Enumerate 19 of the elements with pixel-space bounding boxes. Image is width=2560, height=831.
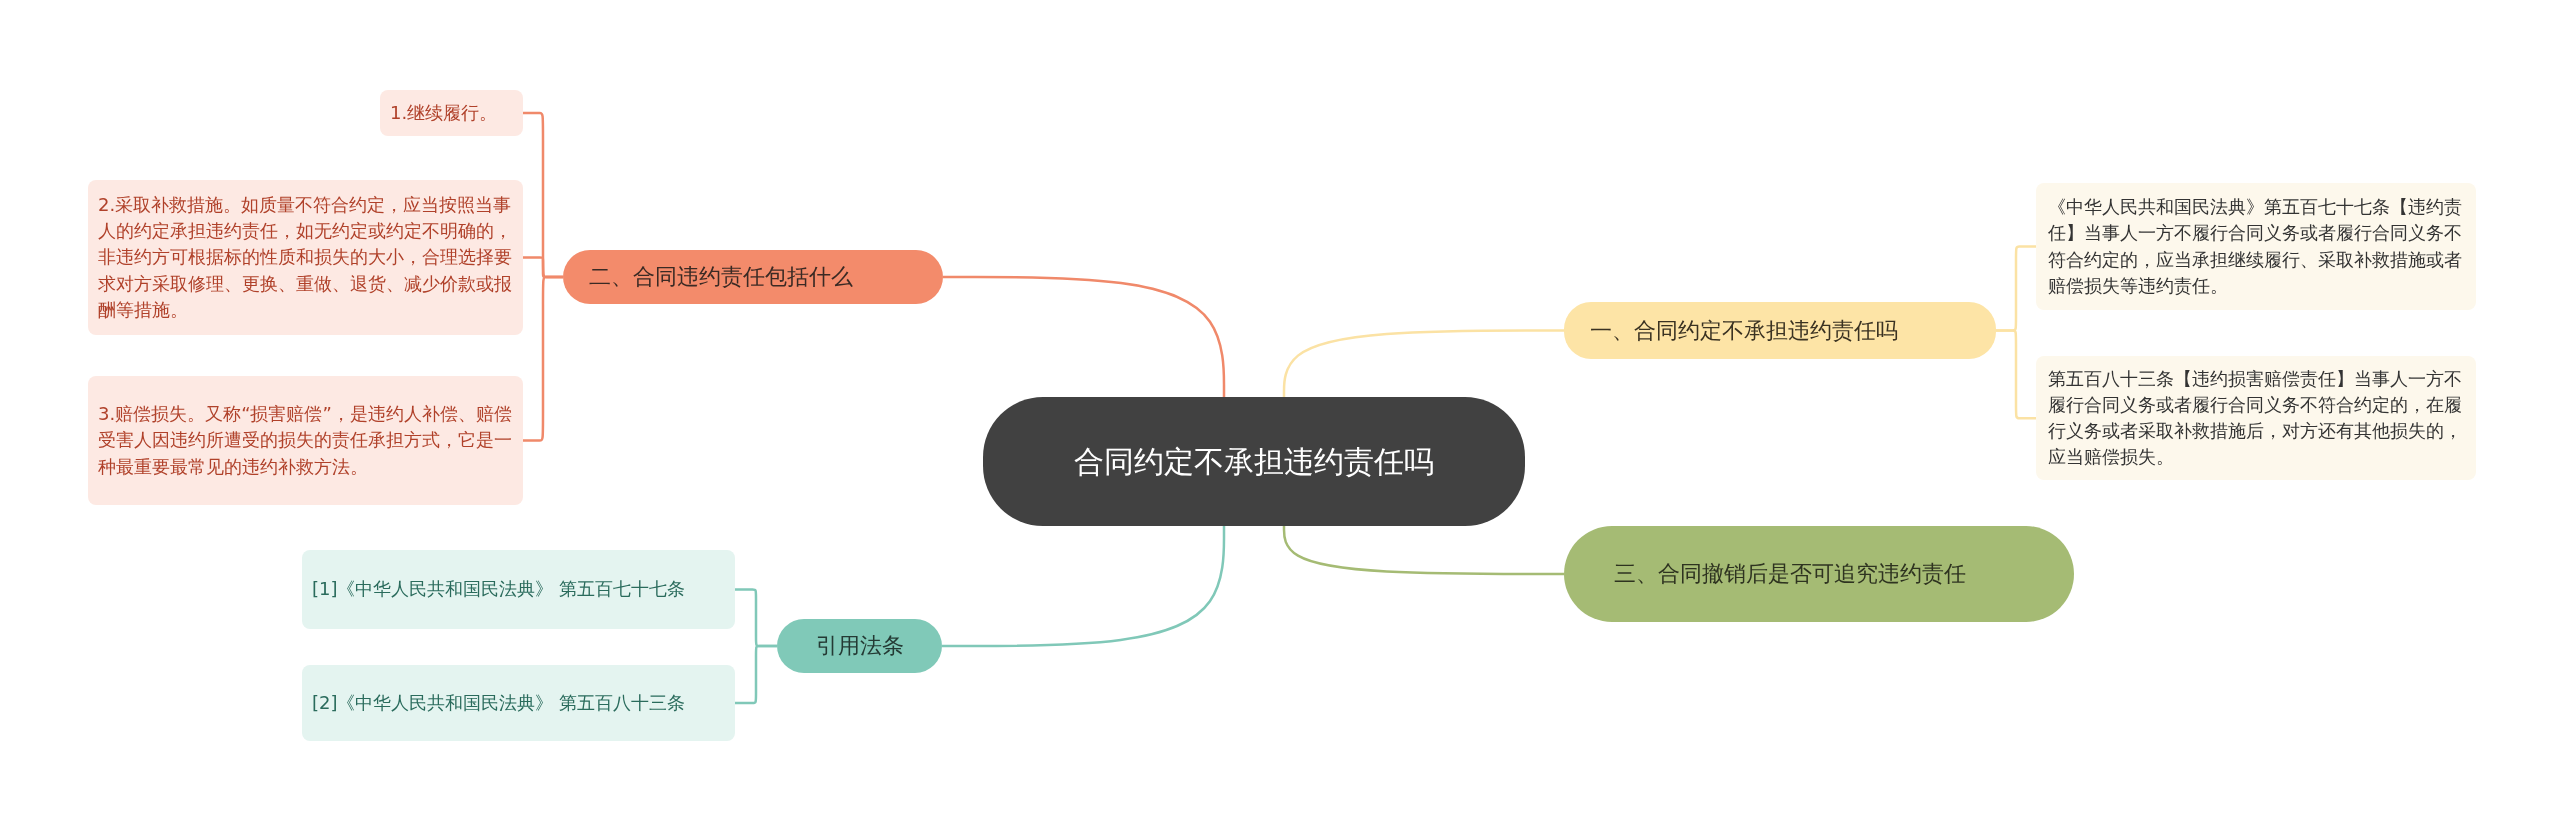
connector-line <box>1282 524 1564 576</box>
connector-line <box>523 275 563 442</box>
leaf-note: [2]《中华人民共和国民法典》 第五百八十三条 <box>302 665 735 741</box>
leaf-note: 《中华人民共和国民法典》第五百七十七条【违约责任】当事人一方不履行合同义务或者履行合同义务不符合约定的，应当承担继续履行、采取补救措施或者赔偿损失等违约责任。 <box>2036 183 2476 310</box>
leaf-note: [1]《中华人民共和国民法典》 第五百七十七条 <box>302 550 735 629</box>
branch-topic: 引用法条 <box>777 619 942 673</box>
connector-line <box>942 524 1226 648</box>
leaf-note: 2.采取补救措施。如质量不符合约定，应当按照当事人的约定承担违约责任，如无约定或约定不明确的，非违约方可根据标的性质和损失的大小，合理选择要求对方采取修理、更换、重做、退货、减少价款或报酬等措施。 <box>88 180 523 335</box>
branch-topic: 二、合同违约责任包括什么 <box>563 250 943 304</box>
branch-topic: 一、合同约定不承担违约责任吗 <box>1564 302 1996 359</box>
branch-topic: 三、合同撤销后是否可追究违约责任 <box>1564 526 2074 622</box>
leaf-note: 3.赔偿损失。又称“损害赔偿”，是违约人补偿、赔偿受害人因违约所遭受的损失的责任承担方式，它是一种最重要最常见的违约补救方法。 <box>88 376 523 505</box>
connector-line <box>943 275 1226 399</box>
central-topic: 合同约定不承担违约责任吗 <box>983 397 1525 526</box>
leaf-note: 1.继续履行。 <box>380 90 523 137</box>
connector-line <box>1282 329 1564 399</box>
connector-line <box>1996 329 2036 420</box>
connector-line <box>735 644 777 705</box>
leaf-note: 第五百八十三条【违约损害赔偿责任】当事人一方不履行合同义务或者履行合同义务不符合约定的，在履行义务或者采取补救措施后，对方还有其他损失的，应当赔偿损失。 <box>2036 356 2476 481</box>
